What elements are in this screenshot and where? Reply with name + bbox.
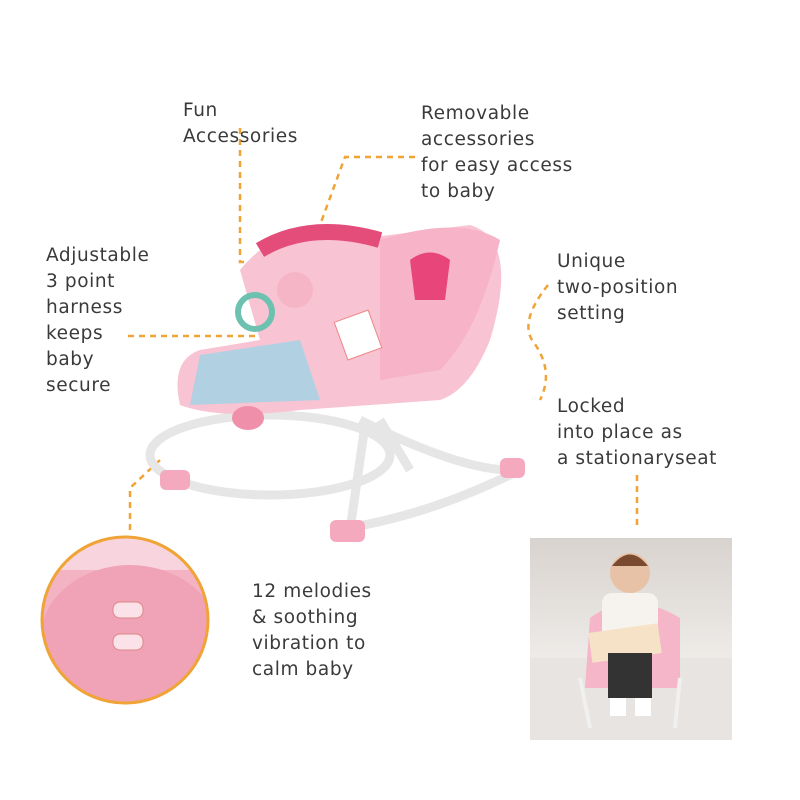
label-fun-accessories: Fun Accessories — [183, 100, 299, 147]
line-removable — [318, 155, 415, 226]
label-harness: Adjustable 3 point harness keeps baby se… — [46, 245, 150, 396]
label-removable-accessories: Removable accessories for easy access to… — [421, 103, 573, 202]
label-two-position: Unique two-position setting — [557, 251, 679, 324]
label-locked: Locked into place as a stationaryseat — [557, 396, 717, 469]
line-melodies — [128, 459, 161, 530]
stationary-seat-photo — [530, 538, 732, 740]
vibration-button — [112, 633, 144, 651]
music-button — [112, 601, 144, 619]
line-two-position — [527, 284, 549, 401]
label-melodies: 12 melodies & soothing vibration to calm… — [252, 581, 372, 680]
